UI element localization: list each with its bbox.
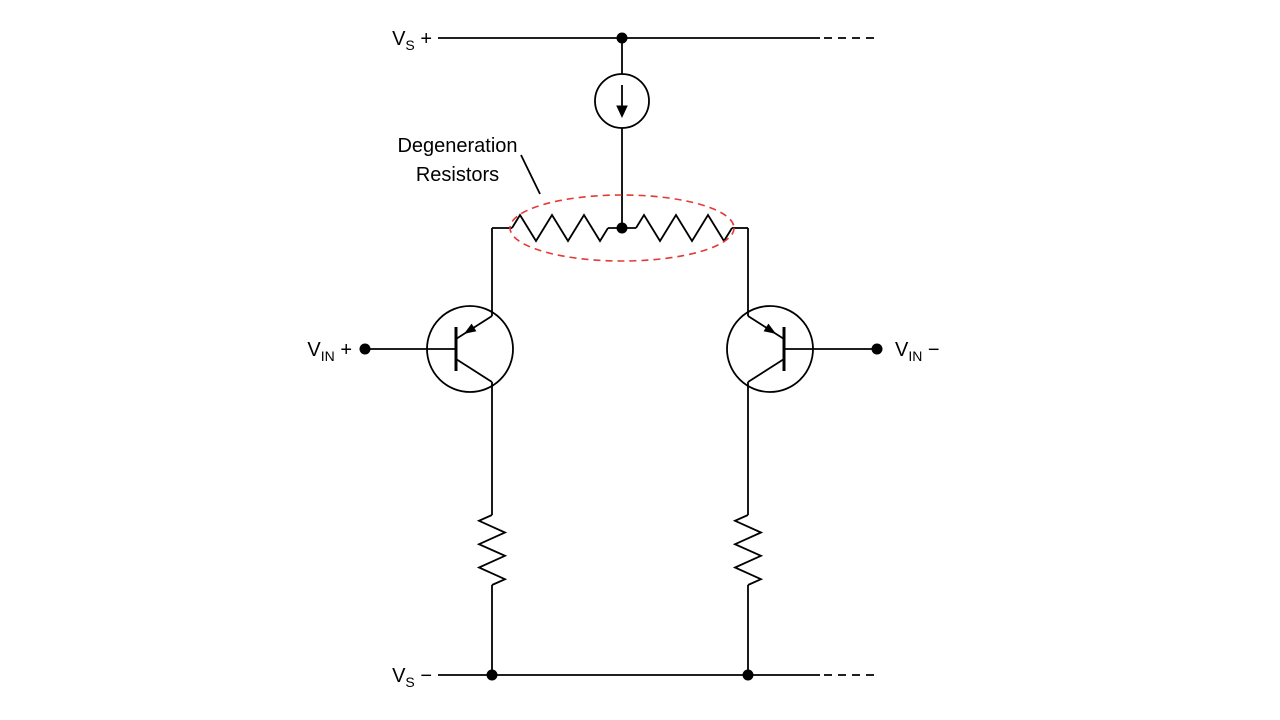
vin-minus-subscript: IN [908,348,923,364]
vs-plus-sign: + [420,28,432,50]
vin-minus-symbol: V [895,339,909,361]
bottom-rail-node-left [486,669,498,681]
annotation-line-1: Degeneration [397,135,518,157]
vin-plus-sign: + [340,339,352,361]
vin-plus-terminal-node [359,343,371,355]
vin-minus-sign: − [927,339,940,361]
vin-plus-symbol: V [307,339,321,361]
vs-minus-symbol: V [392,665,406,687]
left-transistor-collector-diagonal [455,358,493,383]
load-resistor-right [732,514,764,586]
tail-node [616,222,628,234]
vs-plus-symbol: V [392,28,406,50]
vs-plus-subscript: S [405,37,415,53]
left-transistor-emitter-arrow [463,323,477,334]
vin-minus-terminal-node [871,343,883,355]
load-resistor-left [476,514,508,586]
vin-plus-subscript: IN [320,348,335,364]
vin-plus-label: VIN + [260,339,352,364]
bottom-rail-node-right [742,669,754,681]
annotation-line-2: Resistors [415,164,500,186]
annotation-pointer-line [520,154,541,195]
degeneration-resistor-right [635,213,733,243]
degeneration-highlight-ellipse [509,194,735,262]
degeneration-annotation: Degeneration Resistors [380,132,535,190]
vin-minus-label: VIN − [895,339,940,364]
vs-minus-subscript: S [405,674,415,690]
vs-plus-label: VS + [340,28,432,53]
vs-minus-label: VS − [340,665,432,690]
current-source-arrowhead [616,105,628,118]
right-transistor-emitter-arrow [763,323,777,334]
right-transistor-collector-diagonal [747,358,785,383]
vs-minus-sign: − [420,665,432,687]
degeneration-resistor-left [511,213,609,243]
